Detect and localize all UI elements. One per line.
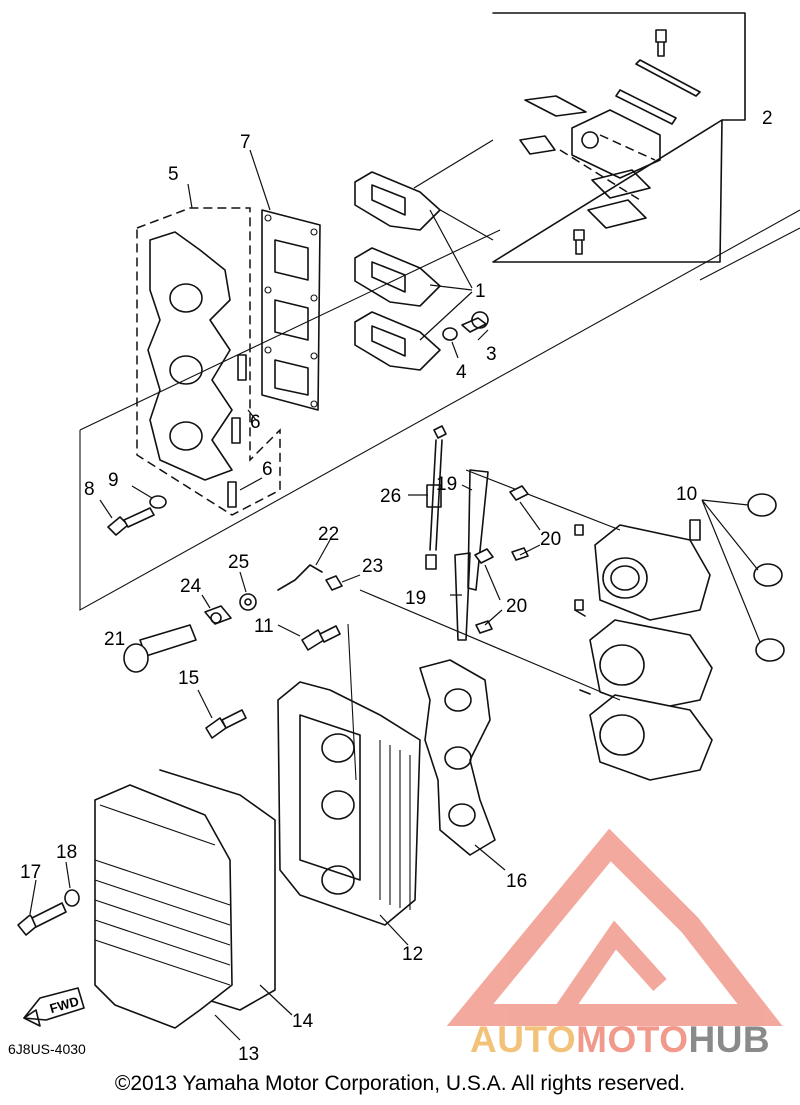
choke-link [277,539,361,591]
callout-13: 13 [238,1044,259,1065]
choke-knob [123,624,197,673]
watermark-logo-icon [446,828,783,1026]
callout-17: 17 [20,862,41,883]
callout-23: 23 [362,556,383,577]
callout-12: 12 [402,944,423,965]
callout-25: 25 [228,552,249,573]
callout-9: 9 [108,470,119,491]
callout-20-upper: 20 [540,529,561,550]
fuel-hoses [450,469,489,641]
silencer-gasket [419,659,506,871]
watermark-part-2: MOTO [576,1019,689,1060]
reed-valve-detail-box [413,12,746,263]
callout-19-lower: 19 [405,588,426,609]
callout-11: 11 [254,616,274,637]
callout-3: 3 [486,344,497,365]
callout-4: 4 [456,362,467,383]
callout-14: 14 [292,1011,314,1032]
callout-2: 2 [762,108,773,129]
cover-bolt [197,689,247,739]
silencer-cover-gasket [159,769,293,1016]
callout-16: 16 [506,871,527,892]
manifold-gasket [249,149,321,411]
callout-24: 24 [180,576,202,597]
callout-18: 18 [56,842,77,863]
forward-arrow-icon [23,987,85,1027]
callout-21: 21 [104,629,125,650]
watermark-part-3: HUB [688,1019,771,1060]
grommet [201,594,232,625]
watermark-part-1: AUTO [470,1019,577,1060]
reed-valve-bolt [442,311,489,359]
callout-5: 5 [168,164,179,185]
watermark-text: AUTOMOTOHUB [470,1019,770,1061]
callout-6-upper: 6 [250,412,261,433]
callout-7: 7 [240,132,251,153]
reed-valve-assemblies [354,171,473,371]
manifold-bolt [99,485,167,536]
callout-22: 22 [318,524,339,545]
diagram-code: 6J8US-4030 [8,1041,86,1057]
carburetor-clips [701,493,785,662]
callout-19-upper: 19 [436,474,457,495]
callout-1: 1 [475,281,486,302]
carburetor-assembly [359,469,713,781]
callout-8: 8 [84,479,95,500]
link-rod [408,425,447,570]
intake-manifold [136,183,281,516]
callout-26: 26 [380,486,401,507]
callout-15: 15 [178,668,199,689]
copyright-notice: ©2013 Yamaha Motor Corporation, U.S.A. A… [114,1072,686,1095]
silencer-cover [94,784,241,1041]
hose-clamps [474,485,584,634]
intake-silencer [277,623,421,946]
assembly-frame-lines [79,209,800,611]
callout-6-lower: 6 [262,459,273,480]
callout-20-lower: 20 [506,596,527,617]
clip-ring [239,571,257,611]
cover-bolt-long [17,861,80,936]
callout-10: 10 [676,484,697,505]
silencer-bolt [277,624,341,651]
